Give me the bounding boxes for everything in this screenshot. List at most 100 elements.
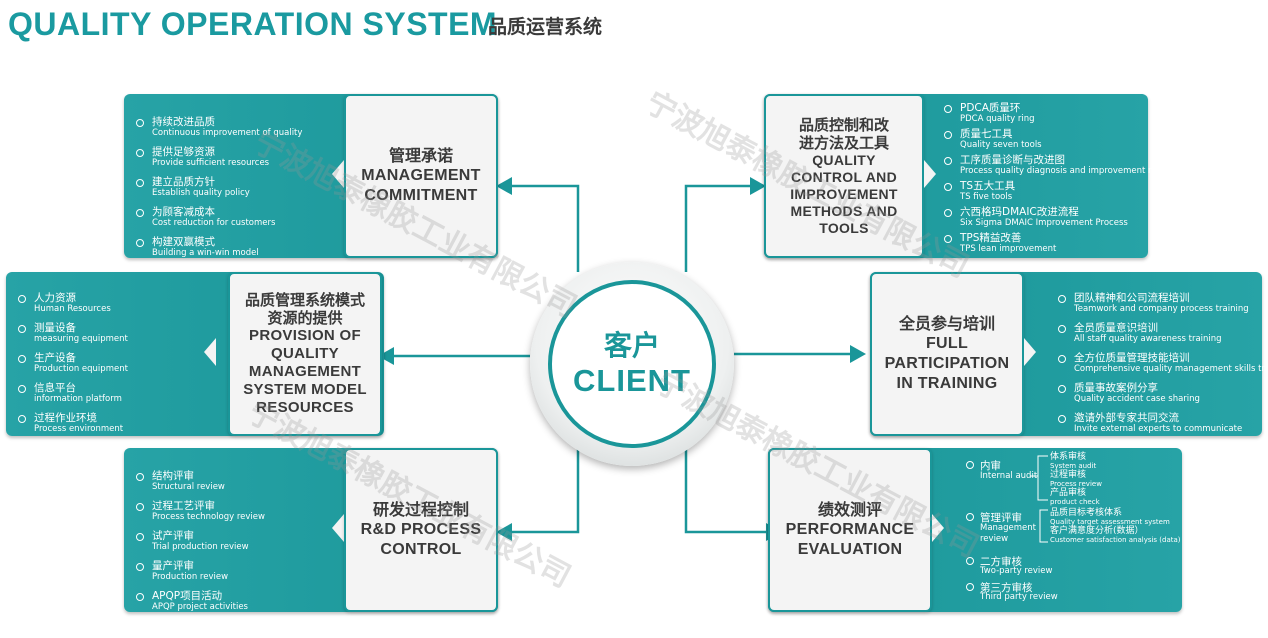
client-title-en: CLIENT [573,363,691,398]
qc-card: 品质控制和改 进方法及工具 QUALITY CONTROL AND IMPROV… [764,94,924,258]
management-title-en: MANAGEMENT [361,167,481,184]
performance-list: 内审 Internal audit 体系审核 System audit 过程审核… [768,448,1182,612]
performance-panel: 绩效测评 PERFORMANCE EVALUATION 内审 Internal … [768,448,1182,612]
rd-title-en: R&D PROCESS [360,521,482,538]
page-subtitle: 品质运营系统 [488,16,603,38]
qc-title-en: IMPROVEMENT [790,185,898,202]
qc-title-zh: 进方法及工具 [798,133,889,152]
client-ring: 客户 CLIENT [548,280,716,448]
management-title-zh: 管理承诺 [388,146,453,165]
connector-qc [684,184,752,272]
list-item: 客户满意度分析(数据） Customer satisfaction analys… [1050,526,1181,544]
connector-performance [684,448,768,534]
card-notch [924,160,936,188]
training-title-en: FULL [925,335,969,352]
performance-title-zh: 绩效测评 [817,500,882,519]
training-card: 全员参与培训 FULL PARTICIPATION IN TRAINING [870,272,1024,436]
performance-title-en: PERFORMANCE [785,521,915,538]
bracket-icon [1030,455,1048,501]
arrow-management [496,177,512,195]
qc-title-en: QUALITY [812,151,876,168]
qc-title-en: CONTROL AND [791,168,897,185]
card-notch [332,160,344,188]
page-title: QUALITY OPERATION SYSTEM [8,6,498,42]
qc-title-en: TOOLS [819,219,869,236]
management-title-en: COMMITMENT [364,187,478,204]
list-item: 产品审核 product check [1050,488,1100,506]
connector-rd [510,448,580,534]
provision-title-en: QUALITY [271,345,339,362]
provision-title-en: RESOURCES [256,399,354,416]
list-item: 品质目标考核体系 Quality target assessment syste… [1050,508,1170,526]
training-title-en: PARTICIPATION [884,355,1010,372]
provision-title-zh: 品质管理系统模式 [244,291,365,309]
connector-management [510,184,580,272]
arrow-training [850,345,866,363]
card-notch [932,514,944,542]
training-panel: 全员参与培训 FULL PARTICIPATION IN TRAINING 团队… [870,272,1268,436]
card-notch [332,514,344,542]
performance-title-en: EVALUATION [797,541,903,558]
provision-card: 品质管理系统模式 资源的提供 PROVISION OF QUALITY MANA… [228,272,382,436]
card-notch [204,338,216,366]
arrow-qc [750,177,766,195]
training-title-en: IN TRAINING [896,375,998,392]
provision-title-en: PROVISION OF [249,327,361,344]
list-item: 过程审核 Process review [1050,470,1102,488]
provision-title-en: SYSTEM MODEL [243,381,367,398]
arrow-rd [496,523,512,541]
rd-title-en: CONTROL [380,541,462,558]
arrow-provision [378,347,394,365]
client-title-zh: 客户 [603,329,660,362]
provision-title-zh: 资源的提供 [267,309,343,327]
qc-title-zh: 品质控制和改 [798,115,889,134]
performance-card: 绩效测评 PERFORMANCE EVALUATION [768,448,932,612]
client-circle: 客户 CLIENT [530,262,734,466]
management-card: 管理承诺 MANAGEMENT COMMITMENT [344,94,498,258]
rd-card: 研发过程控制 R&D PROCESS CONTROL [344,448,498,612]
qc-panel: 品质控制和改 进方法及工具 QUALITY CONTROL AND IMPROV… [764,94,1167,258]
rd-title-zh: 研发过程控制 [372,500,469,519]
list-item: 体系审核 System audit [1050,452,1097,470]
qc-title-en: METHODS AND [790,202,898,219]
training-title-zh: 全员参与培训 [898,314,995,333]
provision-title-en: MANAGEMENT [248,363,362,380]
card-notch [1024,338,1036,366]
bracket-icon [1039,509,1048,543]
